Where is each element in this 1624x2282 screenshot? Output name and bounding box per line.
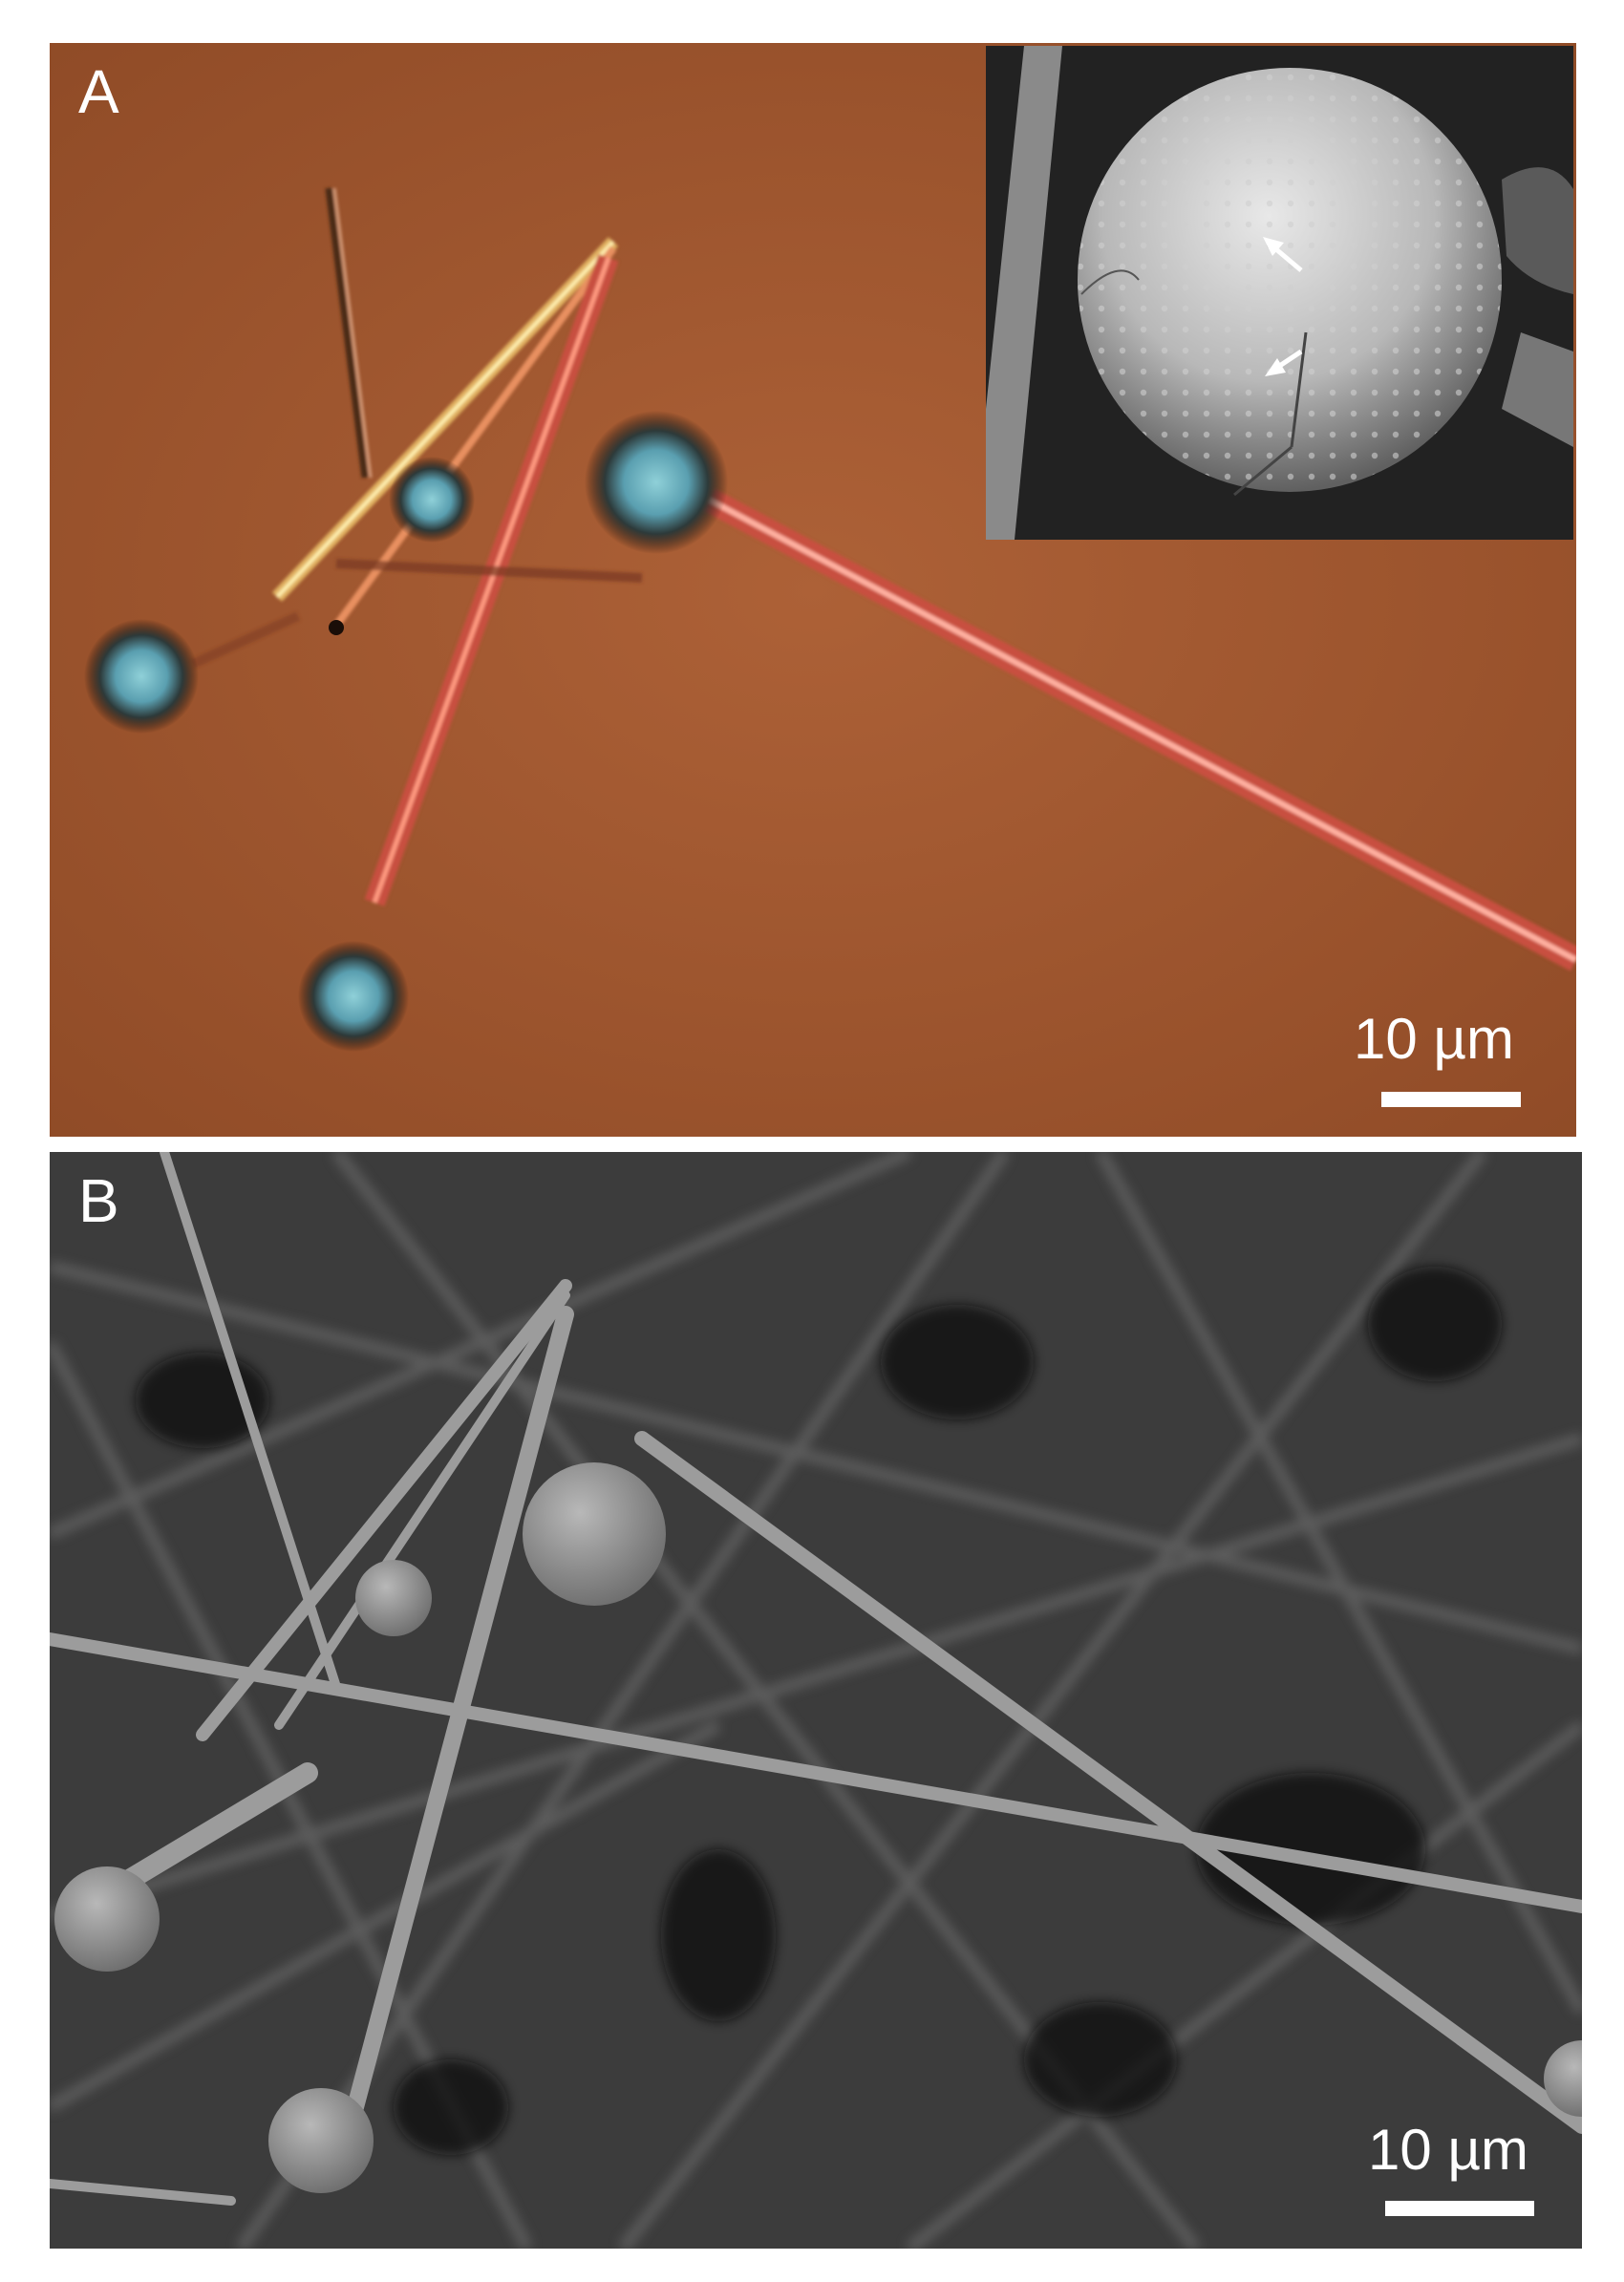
panel-a: A 10 µm [50, 43, 1576, 1137]
arrow-icon [1263, 237, 1303, 272]
scale-bar-b [1385, 2201, 1534, 2216]
panel-b: B 10 µm [50, 1152, 1582, 2249]
scale-bar-label-a: 10 µm [1354, 1007, 1514, 1071]
panel-label-b: B [78, 1166, 119, 1235]
scale-bar-label-b: 10 µm [1368, 2118, 1528, 2182]
panel-b-sem-image [50, 1152, 1582, 2249]
sem-inset-image [986, 46, 1573, 540]
sem-inset [986, 46, 1573, 540]
arrow-icon [1265, 349, 1303, 376]
scale-bar-a [1381, 1092, 1521, 1107]
panel-label-a: A [78, 57, 119, 126]
